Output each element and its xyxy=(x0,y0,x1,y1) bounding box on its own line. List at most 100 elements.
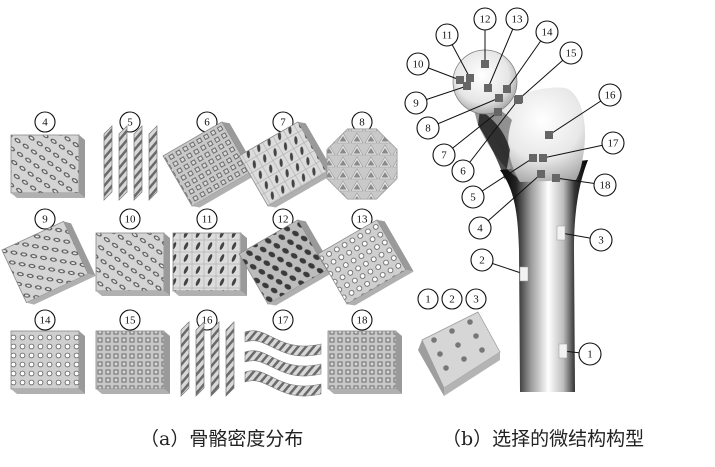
structure-plate xyxy=(148,125,158,201)
label-text: 12 xyxy=(278,214,289,226)
label-text: 6 xyxy=(204,117,210,129)
femur-trochanter xyxy=(490,87,586,182)
structure-shape xyxy=(238,219,328,305)
label-text: 7 xyxy=(280,117,286,129)
label-text: 3 xyxy=(473,294,479,306)
cell-number-5: 5 xyxy=(119,111,141,133)
label-text: 17 xyxy=(608,138,620,150)
marker-label-15: 15 xyxy=(559,41,583,65)
marker-label-2: 2 xyxy=(470,248,494,272)
inset-label-3: 3 xyxy=(465,288,487,310)
site-marker xyxy=(529,154,537,162)
label-text: 4 xyxy=(42,117,48,129)
marker-label-13: 13 xyxy=(505,7,529,31)
leader-line xyxy=(548,94,611,136)
marker-label-17: 17 xyxy=(601,131,625,155)
cell-number-10: 10 xyxy=(119,208,141,230)
leader-line xyxy=(462,99,519,172)
structure-shape xyxy=(327,330,397,390)
caption-panel-a: （a）骨骼密度分布 xyxy=(140,428,304,450)
marker-13 xyxy=(484,18,518,92)
leader-line xyxy=(427,97,500,129)
site-marker xyxy=(558,343,568,359)
site-marker xyxy=(515,95,523,103)
panel-b-femur-model xyxy=(418,49,588,396)
marker-label-16: 16 xyxy=(598,83,622,107)
microstructure-cell-11: 11 xyxy=(172,208,247,296)
inset-label-1: 1 xyxy=(417,288,439,310)
marker-label-3: 3 xyxy=(589,228,613,252)
structure-plate xyxy=(195,321,205,397)
site-marker xyxy=(539,154,547,162)
label-text: 4 xyxy=(477,223,483,235)
inset-label-2: 2 xyxy=(441,288,463,310)
label-text: 18 xyxy=(357,315,369,327)
leader-line xyxy=(472,157,534,198)
structure-shape xyxy=(10,134,80,194)
leader-line xyxy=(487,18,518,89)
structure-bottom xyxy=(26,273,96,305)
label-text: 15 xyxy=(566,48,578,60)
structure-bottom xyxy=(268,270,335,306)
inset-cube-1-2-3 xyxy=(418,311,501,396)
site-marker xyxy=(556,225,566,241)
site-marker xyxy=(495,94,503,102)
site-marker xyxy=(519,266,529,282)
marker-15 xyxy=(515,52,572,103)
label-text: 16 xyxy=(202,315,214,327)
marker-label-5: 5 xyxy=(461,185,485,209)
structure-side xyxy=(241,233,247,296)
structure-plate xyxy=(103,125,113,201)
site-marker xyxy=(481,60,489,68)
cell-number-13: 13 xyxy=(351,208,373,230)
leader-line xyxy=(479,173,542,229)
structure-bottom xyxy=(11,389,85,394)
site-marker xyxy=(484,84,492,92)
label-text: 2 xyxy=(449,294,455,306)
inset-hole xyxy=(449,328,455,334)
label-text: 5 xyxy=(470,192,476,204)
label-text: 11 xyxy=(202,214,213,226)
microstructure-cell-9: 9 xyxy=(1,208,96,305)
structure-bottom xyxy=(96,291,170,296)
structure-shape xyxy=(95,330,165,390)
structure-plate xyxy=(133,125,143,201)
label-text: 14 xyxy=(542,27,554,39)
structure-side xyxy=(79,135,85,198)
microstructure-cell-14: 14 xyxy=(10,309,85,394)
inset-hole xyxy=(467,319,473,325)
microstructure-cell-15: 15 xyxy=(95,309,170,394)
site-marker xyxy=(552,174,560,182)
microstructure-cell-17: 17 xyxy=(244,309,322,397)
marker-5 xyxy=(472,154,537,198)
cell-number-9: 9 xyxy=(34,208,56,230)
structure-plate xyxy=(225,321,235,397)
microstructure-cell-7: 7 xyxy=(238,111,335,208)
inset-hole xyxy=(473,333,479,339)
structure-shape xyxy=(95,232,165,292)
label-text: 14 xyxy=(40,315,52,327)
structure-side xyxy=(376,219,414,272)
microstructure-cell-12: 12 xyxy=(238,208,335,306)
structure-bottom xyxy=(268,172,335,208)
structure-sheet xyxy=(244,350,322,377)
structure-shape xyxy=(162,121,252,207)
marker-label-9: 9 xyxy=(404,91,428,115)
marker-label-7: 7 xyxy=(432,143,456,167)
structure-bottom xyxy=(192,172,259,208)
label-text: 10 xyxy=(413,59,425,71)
cell-number-17: 17 xyxy=(272,309,294,331)
marker-label-4: 4 xyxy=(468,216,492,240)
site-marker xyxy=(463,82,471,90)
structure-shape xyxy=(10,330,80,390)
marker-17 xyxy=(539,142,614,162)
structure-shape xyxy=(326,128,398,200)
marker-14 xyxy=(503,31,548,93)
structure-bottom xyxy=(96,389,170,394)
microstructure-cell-4: 4 xyxy=(10,111,85,198)
label-text: 10 xyxy=(125,214,137,226)
inset-hole xyxy=(455,342,461,348)
structure-bottom xyxy=(11,193,85,198)
